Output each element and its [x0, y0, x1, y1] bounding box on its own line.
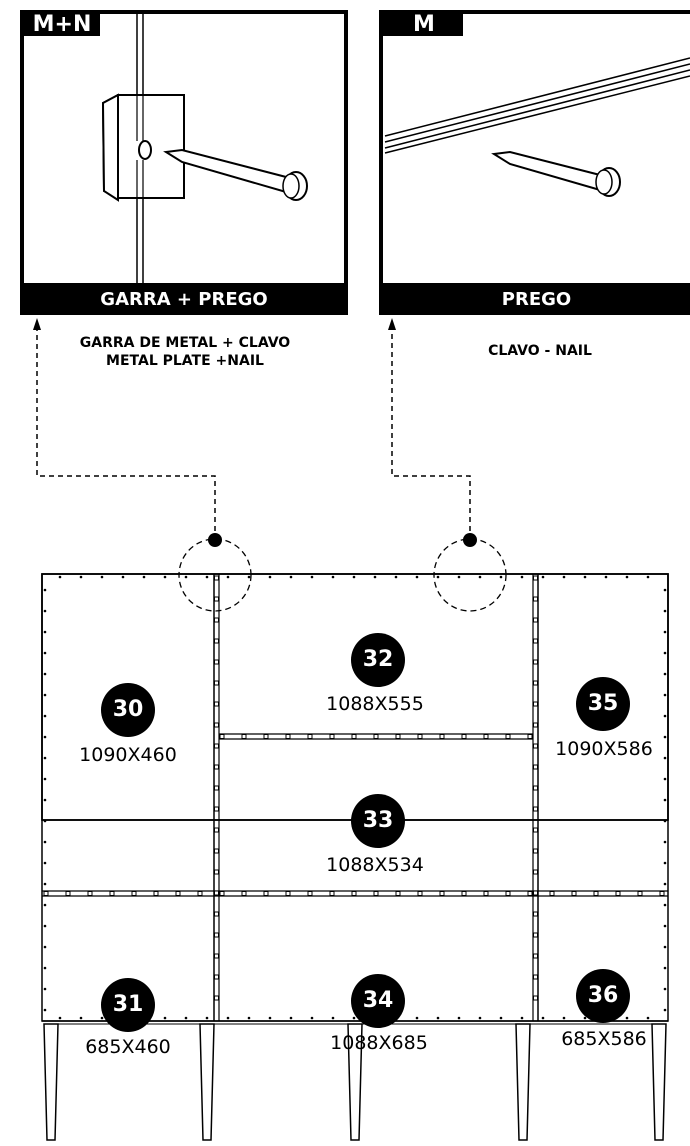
panel-33-badge: 33: [351, 794, 405, 848]
panel-30-size: 1090X460: [79, 744, 177, 766]
panel-31-size: 685X460: [85, 1036, 171, 1058]
detail-footer-right: PREGO: [383, 285, 690, 313]
nail-icon: [491, 150, 621, 197]
panel-34-size: 1088X685: [330, 1032, 428, 1054]
detail-caption-right: CLAVO - NAIL: [488, 343, 592, 359]
detail-marker-right: [433, 538, 507, 612]
panel-30-badge: 30: [101, 683, 155, 737]
fastener-markers: [43, 575, 667, 1020]
detail-caption-left-line1: GARRA DE METAL + CLAVO: [79, 335, 291, 351]
cabinet-panel-layout: [41, 573, 669, 1025]
detail-code-left: M+N: [27, 12, 97, 37]
panel-36-size: 685X586: [561, 1028, 647, 1050]
panel-32-badge: 32: [351, 633, 405, 687]
panel-34-badge: 34: [351, 974, 405, 1028]
panel-35-badge: 35: [576, 677, 630, 731]
leader-lines: [36, 330, 471, 540]
nail-icon: [163, 148, 308, 201]
panel-33-size: 1088X534: [326, 854, 424, 876]
panel-36-badge: 36: [576, 969, 630, 1023]
detail-marker-left: [178, 538, 252, 612]
detail-caption-left-line2: METAL PLATE +NAIL: [106, 353, 264, 369]
detail-box-nail: [379, 10, 690, 315]
panel-32-size: 1088X555: [326, 693, 424, 715]
cabinet-legs: [43, 1023, 667, 1141]
detail-footer-left: GARRA + PREGO: [24, 285, 344, 313]
panel-35-size: 1090X586: [555, 738, 653, 760]
panel-31-badge: 31: [101, 978, 155, 1032]
detail-box-metal-plate: [20, 10, 348, 315]
metal-plate-icon: [101, 93, 186, 202]
detail-code-right: M: [386, 12, 462, 37]
